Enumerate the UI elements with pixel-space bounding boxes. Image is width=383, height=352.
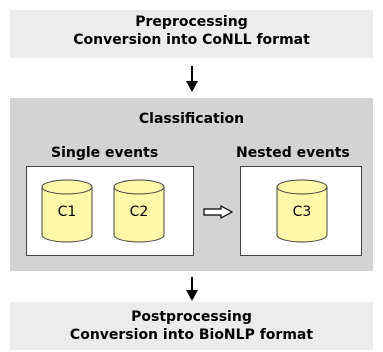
single-events-box: C1 C2 [26, 166, 194, 256]
nested-events-box: C3 [240, 166, 362, 256]
preprocessing-title: Preprocessing [135, 14, 248, 30]
classification-stage: Classification Single events Nested even… [10, 98, 373, 271]
postprocessing-title: Postprocessing [131, 309, 252, 325]
right-arrow-icon [203, 204, 234, 223]
postprocessing-step: Postprocessing Conversion into BioNLP fo… [10, 302, 373, 350]
classifier-c1-cylinder: C1 [41, 179, 93, 247]
classifier-c3-label: C3 [292, 204, 312, 220]
preprocessing-subtitle: Conversion into CoNLL format [73, 32, 310, 48]
classifier-c2-cylinder: C2 [113, 179, 165, 247]
classifier-c2-label: C2 [129, 204, 149, 220]
nested-events-label: Nested events [236, 145, 350, 161]
single-events-label: Single events [51, 145, 159, 161]
classification-title: Classification [138, 111, 245, 127]
down-arrow-icon [186, 277, 198, 301]
classifier-c3-cylinder: C3 [276, 179, 328, 247]
down-arrow-icon [186, 66, 198, 92]
preprocessing-step: Preprocessing Conversion into CoNLL form… [10, 10, 373, 58]
classifier-c1-label: C1 [57, 204, 77, 220]
postprocessing-subtitle: Conversion into BioNLP format [69, 327, 314, 343]
